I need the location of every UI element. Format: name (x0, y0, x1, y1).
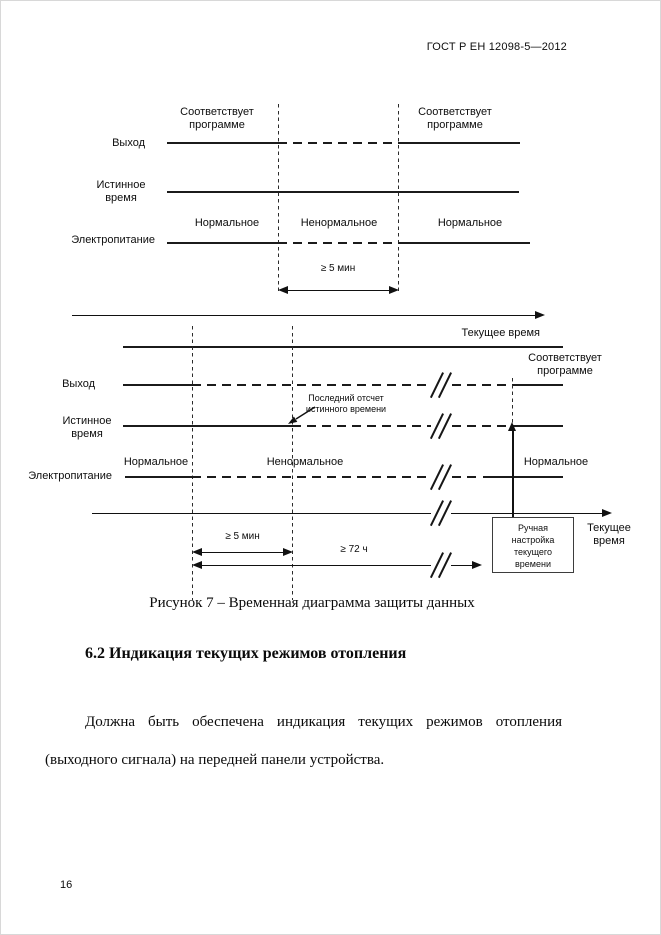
arrowhead-right-icon (283, 548, 293, 556)
d1-output-line-solid-right (398, 142, 520, 144)
d1-power-state-right: Нормальное (437, 217, 503, 229)
d1-min5-label: ≥ 5 мин (320, 263, 356, 274)
axis-shaft (92, 512, 605, 515)
arrow-shaft (199, 564, 475, 567)
d2-true-time-dashed-1 (292, 425, 432, 427)
d2-h72-arrow (192, 561, 482, 570)
d2-manual-set-box: Ручная настройка текущего времени (492, 517, 574, 573)
d1-program-state-left: Соответствует программе (180, 106, 254, 131)
paragraph-line-1: Должна быть обеспечена индикация текущих… (85, 714, 562, 730)
arrowhead-right-icon (472, 561, 482, 569)
d1-program-state-right: Соответствует программе (418, 106, 492, 131)
d2-note-arrow-icon (288, 406, 316, 424)
d1-output-line-dashed (278, 142, 398, 144)
paragraph-line-2: (выходного сигнала) на передней панели у… (45, 752, 385, 768)
break-mark-h72-icon (429, 552, 452, 578)
d2-output-line-solid-left (123, 384, 193, 386)
d2-power-dashed-1 (192, 476, 432, 478)
arrowhead-right-icon (535, 311, 545, 319)
d2-output-label: Выход (62, 378, 95, 390)
page-number: 16 (60, 879, 73, 891)
d2-program-state: Соответствует программе (528, 352, 602, 377)
d1-time-axis (72, 311, 545, 320)
d1-power-line-solid-left (167, 242, 279, 244)
arrowhead-right-icon (602, 509, 612, 517)
d2-manual-arrow-shaft (512, 430, 515, 518)
arrowhead-left-icon (278, 286, 288, 294)
d1-true-time-line (167, 191, 519, 193)
d2-output-line-dashed-2 (452, 384, 513, 386)
d2-h72-label: ≥ 72 ч (340, 544, 368, 555)
d2-last-count-note: Последний отсчет истинного времени (305, 393, 387, 415)
d2-min5-label: ≥ 5 мин (225, 531, 260, 542)
axis-shaft (72, 314, 538, 317)
d1-output-line-solid-left (167, 142, 279, 144)
d1-axis-label: Текущее время (461, 327, 540, 339)
arrow-shaft (199, 551, 286, 554)
d2-true-time-dashed-2 (452, 425, 513, 427)
d1-power-line-solid-right (398, 242, 530, 244)
d2-power-dashed-2 (452, 476, 481, 478)
d2-output-line-dashed-1 (192, 384, 432, 386)
d2-top-line (123, 346, 563, 348)
d1-vdash-right (398, 104, 400, 292)
d2-vdash-manual-set (512, 378, 514, 424)
d2-output-line-solid-right (513, 384, 563, 386)
d2-power-state-left: Нормальное (123, 456, 189, 468)
d2-true-time-solid-right (513, 425, 563, 427)
d1-power-state-left: Нормальное (194, 217, 260, 229)
d2-manual-arrowhead-up-icon (508, 422, 516, 431)
d2-vdash-mid (292, 326, 294, 600)
doc-number: ГОСТ Р ЕН 12098-5—2012 (426, 41, 567, 53)
d1-true-time-label: Истинное время (96, 179, 146, 204)
d2-axis-label: Текущее время (587, 522, 631, 547)
break-mark-axis-icon (429, 500, 452, 526)
d2-power-state-mid: Ненормальное (266, 456, 344, 468)
d2-power-label: Электропитание (28, 470, 112, 482)
arrowhead-right-icon (389, 286, 399, 294)
d2-power-solid-left (125, 476, 193, 478)
arrowhead-left-icon (192, 548, 202, 556)
break-mark-true-time-icon (429, 413, 452, 439)
d1-output-label: Выход (112, 137, 145, 149)
section-heading: 6.2 Индикация текущих режимов отопления (85, 645, 407, 662)
d1-power-line-dashed (278, 242, 398, 244)
break-mark-output-icon (429, 372, 452, 398)
d2-vdash-left (192, 326, 194, 600)
d1-power-state-mid: Ненормальное (300, 217, 378, 229)
d2-power-state-right: Нормальное (523, 456, 589, 468)
d2-true-time-solid-left (123, 425, 293, 427)
d2-power-solid-right (483, 476, 563, 478)
d2-time-axis (92, 509, 612, 518)
d1-min5-arrow (278, 286, 399, 295)
break-mark-power-icon (429, 464, 452, 490)
d1-power-label: Электропитание (71, 234, 155, 246)
d1-vdash-left (278, 104, 280, 292)
arrow-shaft (285, 289, 392, 292)
arrowhead-left-icon (192, 561, 202, 569)
figure-caption: Рисунок 7 – Временная диаграмма защиты д… (149, 595, 475, 611)
d2-min5-arrow (192, 548, 293, 557)
d2-true-time-label: Истинное время (62, 415, 112, 440)
